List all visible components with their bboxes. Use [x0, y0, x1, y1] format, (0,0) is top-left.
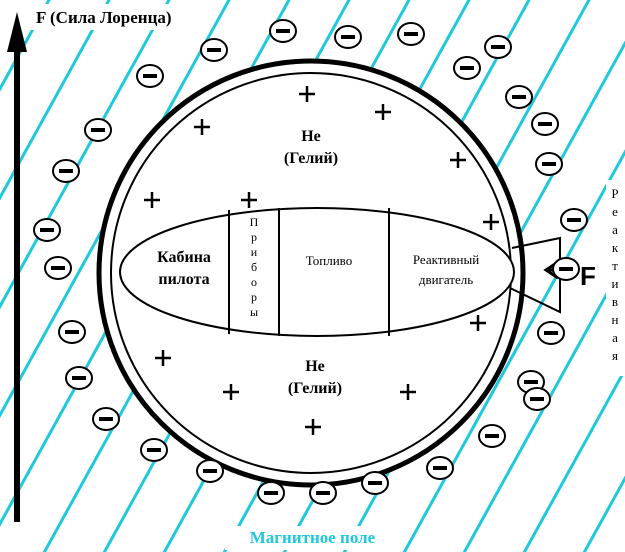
negative-charge	[200, 38, 228, 62]
positive-charge	[305, 419, 321, 435]
positive-charge	[241, 192, 257, 208]
negative-charge	[92, 407, 120, 431]
negative-charge	[361, 471, 389, 495]
reactive-letter: т	[612, 258, 618, 273]
positive-charge	[470, 315, 486, 331]
magnetic-field-label: Магнитное поле	[249, 528, 376, 547]
negative-charge	[334, 25, 362, 49]
negative-charge	[523, 387, 551, 411]
field-line-5	[0, 0, 111, 201]
reactive-letter: я	[612, 348, 618, 363]
negative-charge	[309, 481, 337, 505]
positive-charge	[223, 384, 239, 400]
lorentz-force-title: F (Сила Лоренца)	[36, 8, 172, 27]
instruments-letter: р	[251, 290, 257, 304]
charges-layer	[33, 19, 588, 505]
negative-charge	[33, 218, 61, 242]
reactive-letter: а	[612, 222, 618, 237]
helium-bottom-label-2: (Гелий)	[288, 380, 342, 397]
negative-charge	[537, 321, 565, 345]
positive-charge	[194, 119, 210, 135]
cabin-label-1: Кабина	[157, 249, 211, 266]
negative-charge	[52, 159, 80, 183]
reactive-label-mask	[606, 180, 625, 376]
negative-charge	[65, 366, 93, 390]
negative-charge	[453, 56, 481, 80]
negative-charge	[478, 424, 506, 448]
negative-charge	[560, 208, 588, 232]
positive-charge	[375, 104, 391, 120]
outer-sphere-ring	[96, 58, 526, 488]
bottom-label-mask	[225, 526, 385, 550]
negative-charge	[136, 64, 164, 88]
instruments-letter: о	[251, 275, 257, 289]
positive-charge	[400, 384, 416, 400]
helium-top-label-2: (Гелий)	[284, 150, 338, 167]
negative-charge	[397, 22, 425, 46]
negative-charge	[58, 320, 86, 344]
cabin-label-2: пилота	[158, 271, 209, 288]
reactive-letter: в	[612, 294, 618, 309]
negative-charge	[552, 257, 580, 281]
negative-charge	[196, 459, 224, 483]
thrust-force-label: F	[580, 261, 596, 291]
reactive-letter: е	[612, 204, 618, 219]
negative-charge	[84, 118, 112, 142]
lorentz-force-arrowhead	[7, 12, 27, 52]
helium-bottom-label-1: Не	[305, 358, 325, 375]
positive-charge	[155, 350, 171, 366]
reactive-letter: и	[612, 276, 619, 291]
instruments-letter: и	[251, 245, 258, 259]
instruments-letter: б	[251, 260, 257, 274]
negative-charge	[257, 481, 285, 505]
title-mask	[30, 4, 200, 30]
fuel-label: Топливо	[306, 253, 352, 268]
spacecraft-hull	[119, 207, 515, 337]
positive-charge	[144, 192, 160, 208]
field-line-4	[0, 0, 51, 92]
negative-charge	[484, 35, 512, 59]
negative-charge	[426, 456, 454, 480]
negative-charge	[535, 152, 563, 176]
negative-charge	[505, 85, 533, 109]
reactive-letter: к	[612, 240, 619, 255]
negative-charge	[44, 256, 72, 280]
helium-top-label-1: Не	[301, 128, 321, 145]
field-line-7	[0, 0, 231, 419]
reactive-letter: Р	[611, 186, 618, 201]
engine-label-1: Реактивный	[413, 252, 479, 267]
engine-label-2: двигатель	[419, 272, 473, 287]
field-line-17	[522, 366, 625, 552]
negative-charge	[269, 19, 297, 43]
instruments-letter: ы	[250, 305, 258, 319]
negative-charge	[531, 112, 559, 136]
instruments-letter: П	[250, 215, 259, 229]
negative-charge	[140, 438, 168, 462]
reactive-letter: н	[612, 312, 619, 327]
positive-charge	[483, 214, 499, 230]
reactive-letter: а	[612, 330, 618, 345]
positive-charge	[299, 86, 315, 102]
positive-charge	[450, 152, 466, 168]
instruments-letter: р	[251, 230, 257, 244]
